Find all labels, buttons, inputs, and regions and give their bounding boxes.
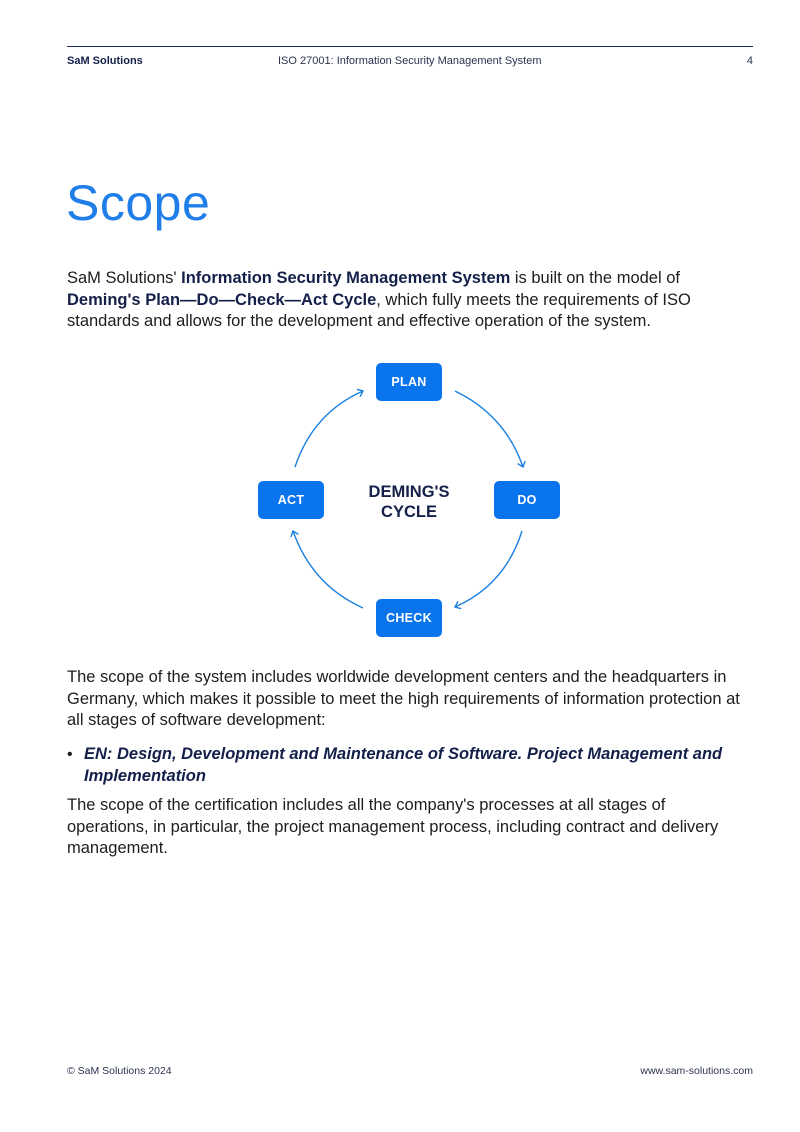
intro-text-3: , which fully meets the requirements of … xyxy=(67,290,691,331)
certification-paragraph: The scope of the certification includes … xyxy=(67,796,719,857)
center-label-line1: DEMING'S xyxy=(368,483,450,501)
arrow-plan-to-do xyxy=(454,390,526,469)
page-title: Scope xyxy=(66,175,211,231)
intro-bold-cycle: Deming's Plan—Do—Check—Act Cycle xyxy=(67,290,377,309)
arrow-act-to-plan xyxy=(294,388,365,468)
plan-box: PLAN xyxy=(376,363,442,401)
header-company: SaM Solutions xyxy=(67,55,143,67)
intro-text-2: is built on the model of xyxy=(510,269,680,287)
bullet-text: EN: Design, Development and Maintenance … xyxy=(84,745,723,785)
deming-cycle-diagram: PLAN DO CHECK ACT DEMING'S CYCLE xyxy=(0,355,800,645)
cycle-arrows xyxy=(290,388,526,610)
intro-bold-isms: Information Security Management System xyxy=(181,269,511,287)
page-number: 4 xyxy=(746,55,753,67)
intro-paragraph: SaM Solutions' Information Security Mana… xyxy=(67,268,747,333)
header-document-title: ISO 27001: Information Security Manageme… xyxy=(278,55,542,67)
arrow-do-to-check xyxy=(453,530,523,610)
cycle-center-label: DEMING'S CYCLE xyxy=(349,482,469,522)
act-box: ACT xyxy=(258,481,324,519)
arrow-check-to-act xyxy=(290,529,364,609)
footer-copyright: © SaM Solutions 2024 xyxy=(67,1065,172,1077)
intro-text-1: SaM Solutions' xyxy=(67,269,182,287)
scope-paragraph: The scope of the system includes worldwi… xyxy=(67,668,740,729)
bullet-dot-icon: • xyxy=(67,746,73,763)
center-label-line2: CYCLE xyxy=(381,503,437,521)
check-box: CHECK xyxy=(376,599,442,637)
do-box: DO xyxy=(494,481,560,519)
footer-website-link[interactable]: www.sam-solutions.com xyxy=(640,1065,753,1077)
page-header: SaM Solutions ISO 27001: Information Sec… xyxy=(67,46,753,67)
